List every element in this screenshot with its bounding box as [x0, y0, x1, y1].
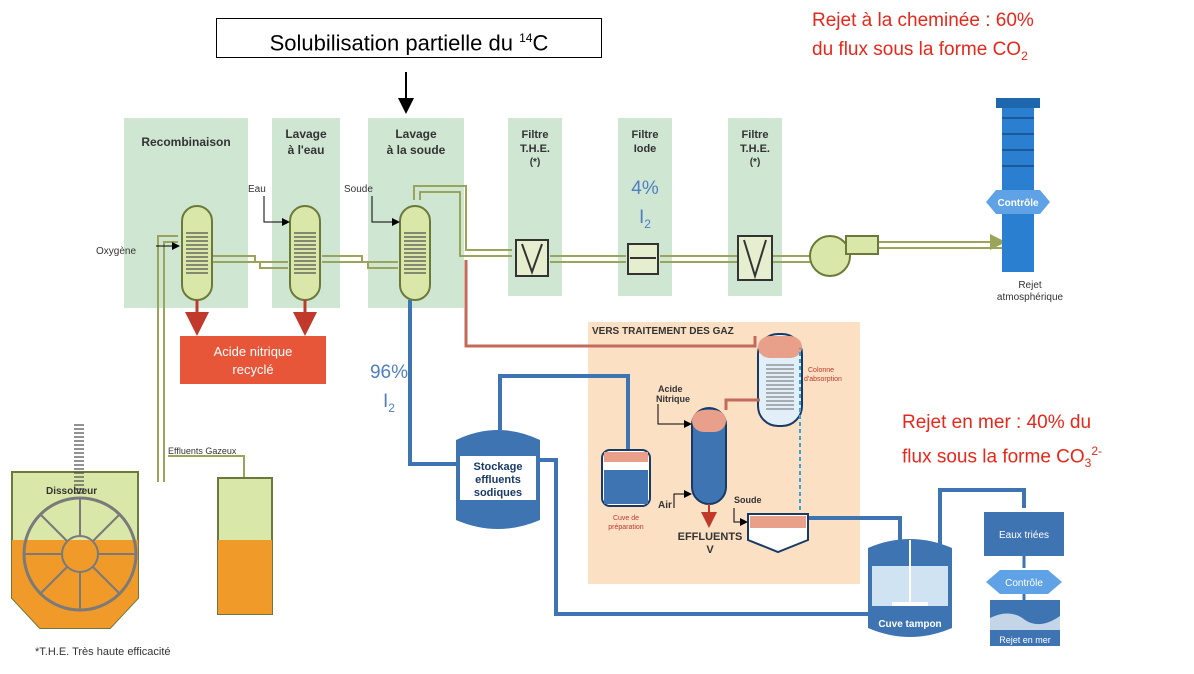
stage-recombinaison-label: Recombinaison	[141, 135, 230, 149]
acide-label-line2: Nitrique	[656, 394, 690, 404]
nitric-column	[691, 407, 727, 505]
iodine-filter-species-text: I	[639, 207, 645, 228]
lavage-soude-column	[399, 205, 431, 301]
stack-release-note: Rejet à la cheminée : 60% du flux sous l…	[812, 6, 1034, 71]
soude-treatment-arrow	[733, 508, 748, 526]
gas-line	[157, 185, 1006, 482]
solubilisation-callout: Solubilisation partielle du 14C	[216, 18, 602, 58]
stage-lavage-soude-line1: Lavage	[395, 127, 437, 141]
stack-release-line2: du flux sous la forme CO2	[812, 35, 1034, 71]
soda-feed-arrow	[371, 196, 400, 226]
rejet-mer-label: Rejet en mer	[999, 635, 1051, 645]
stockage-effluents-tank	[456, 430, 540, 529]
acide-feed-arrow	[657, 404, 692, 428]
stage-filtre-the2-line2: T.H.E.	[740, 143, 770, 155]
stage-lavage-eau-line1: Lavage	[285, 127, 327, 141]
stack	[986, 98, 1050, 272]
stack-release-line2-text: du flux sous la forme CO	[812, 39, 1022, 60]
absorption-column	[757, 333, 803, 427]
water-feed-arrow	[263, 196, 290, 226]
stage-filtre-iode-line2: Iode	[634, 143, 657, 155]
sea-release-line2-text: flux sous la forme CO	[902, 446, 1085, 468]
sea-discharge	[984, 512, 1064, 646]
stage-lavage-soude-line2: à la soude	[387, 143, 446, 157]
stack-controle-label: Contrôle	[997, 198, 1039, 209]
soude-label: Soude	[344, 184, 373, 195]
stack-release-line2-sub: 2	[1021, 48, 1028, 63]
effluents-gazeux-label: Effluents Gazeux	[168, 446, 237, 456]
cuve-prep-line1: Cuve de	[613, 515, 639, 522]
acide-recycle-line1: Acide nitrique	[214, 344, 293, 359]
effluents-gazeux-tank	[217, 477, 273, 615]
soda-basin	[747, 513, 809, 554]
stockage-line1: Stockage	[474, 461, 523, 473]
iodine-soda-species-sub: 2	[388, 400, 395, 415]
rejet-atmo-line2: atmosphérique	[997, 292, 1064, 303]
callout-suffix: C	[532, 30, 549, 56]
stage-filtre-the2-line3: (*)	[750, 157, 761, 168]
acide-nitrique-recycle-box	[180, 336, 326, 384]
sea-release-line1: Rejet en mer : 40% du	[902, 412, 1092, 433]
liquid-line	[408, 300, 1026, 616]
filter-the-2	[737, 235, 773, 281]
iodine-soda-species: I2	[362, 387, 416, 423]
soude-treatment-label: Soude	[734, 495, 762, 505]
iodine-filter-pct: 4%	[631, 178, 659, 199]
dissolveur-label: Dissolveur	[46, 486, 97, 497]
iodine-soda-note: 96% I2	[362, 358, 416, 423]
stage-filtre-the1-line2: T.H.E.	[520, 143, 550, 155]
sea-release-line2-sup: 2-	[1091, 444, 1103, 458]
air-label: Air	[658, 500, 672, 511]
rejet-atmo-line1: Rejet	[1018, 280, 1042, 291]
callout-isotope-number: 14	[519, 31, 533, 45]
oxygene-label: Oxygène	[96, 246, 136, 257]
stage-filtre-the1-line3: (*)	[530, 157, 541, 168]
return-line-to-treatment	[464, 260, 757, 348]
sea-release-note: Rejet en mer : 40% du flux sous la forme…	[902, 408, 1102, 478]
air-feed-arrow	[673, 490, 692, 508]
filter-the-1	[515, 239, 549, 277]
cuve-preparation	[601, 449, 651, 507]
iodine-filter-species-sub: 2	[644, 216, 651, 231]
stack-release-line1: Rejet à la cheminée : 60%	[812, 10, 1034, 31]
recombinaison-column	[181, 205, 213, 301]
stage-filtre-the2-line1: Filtre	[742, 129, 769, 141]
colonne-line2: d'absorption	[804, 376, 842, 383]
stockage-line2: effluents	[475, 474, 521, 486]
acide-label-line1: Acide	[658, 384, 683, 394]
iodine-soda-pct: 96%	[369, 362, 409, 383]
colonne-line1: Colonne	[808, 367, 834, 374]
iodine-filter-species: I2	[620, 203, 670, 239]
gas-treatment-title: VERS TRAITEMENT DES GAZ	[592, 326, 734, 337]
effluents-v-line2: V	[706, 544, 714, 556]
footnote: *T.H.E. Très haute efficacité	[35, 646, 171, 658]
iodine-filter-note: 4% I2	[620, 174, 670, 239]
callout-prefix: Solubilisation partielle du	[269, 30, 520, 56]
stage-filtre-the1-line1: Filtre	[522, 129, 549, 141]
sea-release-line2: flux sous la forme CO32-	[902, 437, 1102, 478]
eaux-triees-label: Eaux triées	[999, 530, 1049, 541]
iodine-soda-species-text: I	[383, 391, 389, 412]
cuve-prep-line2: préparation	[608, 524, 644, 531]
eau-label: Eau	[248, 184, 266, 195]
sea-controle-label: Contrôle	[1005, 578, 1043, 589]
column-link	[724, 398, 760, 410]
cuve-tampon-label: Cuve tampon	[878, 619, 941, 630]
cuve-tampon	[868, 539, 952, 637]
sea-release-line2-sub: 3	[1084, 456, 1092, 471]
stage-filtre-iode-line1: Filtre	[632, 129, 659, 141]
effluents-v-line1: EFFLUENTS	[678, 531, 743, 543]
stage-lavage-eau-line2: à l'eau	[288, 143, 325, 157]
lavage-eau-column	[289, 205, 321, 301]
acide-recycle-line2: recyclé	[232, 362, 273, 377]
dissolveur	[11, 424, 139, 629]
stockage-line3: sodiques	[474, 487, 522, 499]
fan	[809, 235, 879, 277]
filter-iode	[627, 243, 659, 275]
